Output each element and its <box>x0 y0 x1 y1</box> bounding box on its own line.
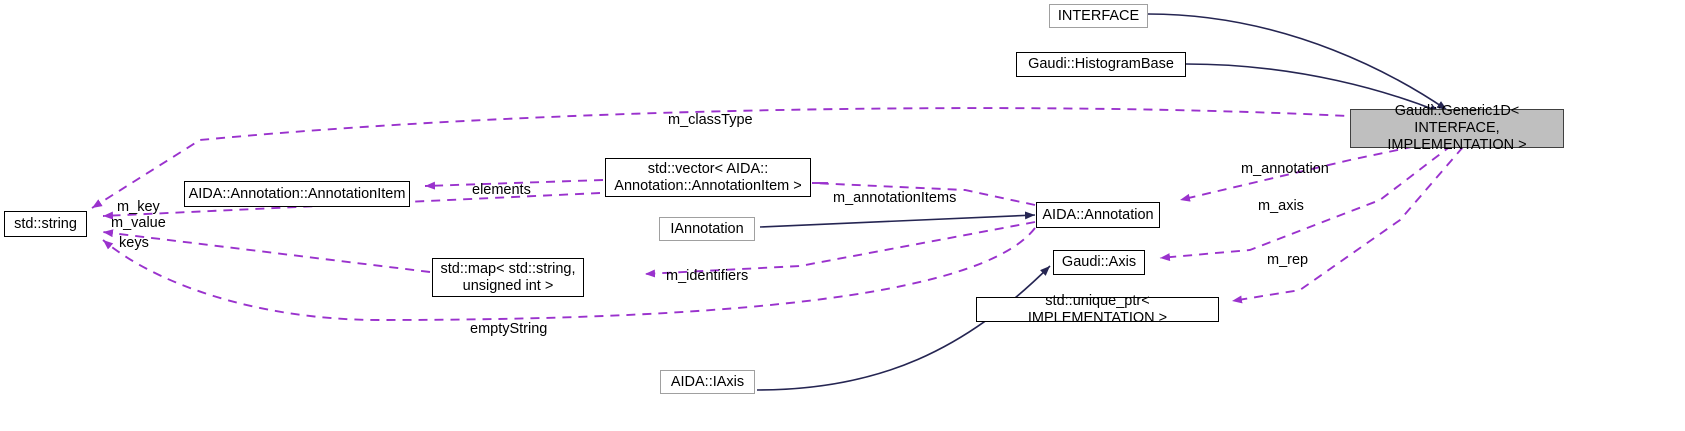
node-aida-annotation-label: AIDA::Annotation <box>1042 206 1154 223</box>
node-gaudi-axis[interactable]: Gaudi::Axis <box>1053 250 1145 275</box>
edge-map-stdstring <box>102 229 431 273</box>
node-aida-annotation-annotationitem[interactable]: AIDA::Annotation::AnnotationItem <box>184 181 410 207</box>
node-std-vector-annotationitem-label: std::vector< AIDA:: Annotation::Annotati… <box>614 160 802 194</box>
node-gaudi-generic1d[interactable]: Gaudi::Generic1D< INTERFACE, IMPLEMENTAT… <box>1350 103 1564 153</box>
node-iannotation[interactable]: IAnnotation <box>659 217 755 241</box>
edge-iannotation-annotation <box>759 211 1036 228</box>
node-gaudi-generic1d-label: Gaudi::Generic1D< INTERFACE, IMPLEMENTAT… <box>1387 103 1527 153</box>
edge-label-m-annotationitems-text: m_annotationItems <box>833 190 957 206</box>
node-iannotation-label: IAnnotation <box>670 220 744 237</box>
node-std-unique-ptr[interactable]: std::unique_ptr< IMPLEMENTATION > <box>976 293 1219 326</box>
node-aida-annotation-annotationitem-label: AIDA::Annotation::AnnotationItem <box>188 185 406 202</box>
node-std-map[interactable]: std::map< std::string, unsigned int > <box>432 258 584 297</box>
edge-label-m-axis: m_axis <box>1258 182 1304 214</box>
node-gaudi-histogrambase[interactable]: Gaudi::HistogramBase <box>1016 52 1186 77</box>
edge-label-m-annotation: m_annotation <box>1241 145 1329 177</box>
edge-label-m-identifiers-text: m_identifiers <box>666 268 749 284</box>
node-std-unique-ptr-label: std::unique_ptr< IMPLEMENTATION > <box>1027 292 1168 326</box>
node-aida-iaxis[interactable]: AIDA::IAxis <box>660 370 755 394</box>
edge-label-m-identifiers: m_identifiers <box>666 252 748 284</box>
node-gaudi-axis-label: Gaudi::Axis <box>1061 254 1137 270</box>
node-aida-annotation[interactable]: AIDA::Annotation <box>1036 202 1160 228</box>
edge-label-m-axis-text: m_axis <box>1258 198 1304 214</box>
edge-label-emptystring-text: emptyString <box>470 321 548 337</box>
node-std-map-label: std::map< std::string, unsigned int > <box>440 260 576 294</box>
node-std-string[interactable]: std::string <box>4 211 87 237</box>
edge-label-elements: elements <box>472 166 531 198</box>
edge-label-emptystring: emptyString <box>470 305 547 337</box>
edge-label-keys: keys <box>119 219 149 251</box>
edge-label-m-classtype: m_classType <box>668 96 753 128</box>
node-interface[interactable]: INTERFACE <box>1049 4 1148 28</box>
node-std-string-label: std::string <box>14 215 77 232</box>
node-std-vector-annotationitem[interactable]: std::vector< AIDA:: Annotation::Annotati… <box>605 158 811 197</box>
node-aida-iaxis-label: AIDA::IAxis <box>670 373 745 390</box>
edge-interface-generic1d <box>1147 13 1448 111</box>
edge-label-m-rep-text: m_rep <box>1267 252 1309 268</box>
edge-label-m-classtype-text: m_classType <box>668 112 753 128</box>
edge-label-m-rep: m_rep <box>1267 236 1308 268</box>
edge-label-m-annotation-text: m_annotation <box>1241 161 1329 177</box>
node-interface-label: INTERFACE <box>1057 7 1140 24</box>
edge-label-elements-text: elements <box>472 182 531 198</box>
edge-label-keys-text: keys <box>119 235 149 251</box>
edge-label-m-annotationitems: m_annotationItems <box>833 174 956 206</box>
node-gaudi-histogrambase-label: Gaudi::HistogramBase <box>1028 56 1174 72</box>
edge-iaxis-axis <box>756 265 1051 391</box>
